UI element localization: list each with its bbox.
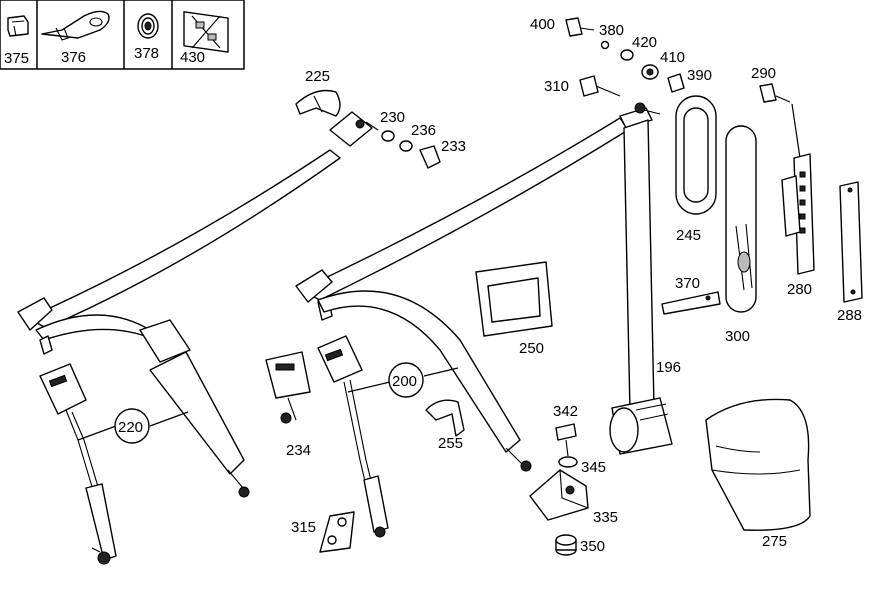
washer-380 — [600, 40, 610, 50]
cap-350 — [555, 534, 577, 556]
cover-245 — [675, 95, 717, 215]
callout-390: 390 — [687, 67, 712, 84]
callout-220: 220 — [118, 419, 143, 436]
guide-slide-300 — [725, 125, 757, 313]
bolt-342 — [555, 423, 577, 457]
callout-410: 410 — [660, 49, 685, 66]
callout-335: 335 — [593, 509, 618, 526]
callout-230: 230 — [380, 109, 405, 126]
bolt-400 — [565, 17, 595, 37]
mount-plate-315 — [319, 511, 355, 553]
legend-label-375: 375 — [4, 50, 29, 67]
callout-250: 250 — [519, 340, 544, 357]
callout-370: 370 — [675, 275, 700, 292]
callout-400: 400 — [530, 16, 555, 33]
trim-frame-250 — [475, 261, 553, 337]
legend-box: 375 376 378 430 — [0, 0, 245, 70]
bolt-310 — [579, 75, 621, 97]
callout-342: 342 — [553, 403, 578, 420]
callout-200-circle: 200 — [388, 362, 424, 398]
callout-200: 200 — [392, 373, 417, 390]
callout-345: 345 — [581, 459, 606, 476]
upper-anchor-bracket — [329, 111, 441, 169]
callout-420: 420 — [632, 34, 657, 51]
callout-280: 280 — [787, 281, 812, 298]
callout-380: 380 — [599, 22, 624, 39]
upper-anchor-cover-225 — [295, 89, 341, 117]
clip-icon — [7, 15, 29, 37]
callout-233: 233 — [441, 138, 466, 155]
rear-belt-assembly — [17, 149, 341, 565]
legend-label-376: 376 — [61, 49, 86, 66]
height-adjuster-280 — [781, 153, 815, 275]
nut-410 — [641, 64, 659, 80]
callout-236: 236 — [411, 122, 436, 139]
washer-345 — [558, 456, 578, 468]
grommet-icon — [137, 13, 159, 39]
callout-245: 245 — [676, 227, 701, 244]
washer-420 — [620, 49, 634, 61]
callout-220-circle: 220 — [114, 408, 150, 444]
callout-225: 225 — [305, 68, 330, 85]
callouts: 400 380 420 410 390 310 290 225 230 236 … — [114, 16, 862, 555]
callout-288: 288 — [837, 307, 862, 324]
callout-300: 300 — [725, 328, 750, 345]
clip-370 — [661, 291, 721, 315]
front-belt-assembly — [295, 102, 673, 538]
callout-350: 350 — [580, 538, 605, 555]
callout-310: 310 — [544, 78, 569, 95]
buckle-234 — [265, 351, 311, 424]
callout-255: 255 — [438, 435, 463, 452]
cover-strip-288 — [839, 181, 863, 303]
belt-clip-255 — [425, 399, 465, 437]
callout-234: 234 — [286, 442, 311, 459]
legend-label-378: 378 — [134, 45, 159, 62]
label-plate-icon — [183, 11, 229, 53]
legend-label-430: 430 — [180, 49, 205, 66]
callout-196: 196 — [656, 359, 681, 376]
bracket-335 — [529, 469, 589, 521]
spacer-390 — [667, 73, 685, 93]
cable-tie-icon — [41, 10, 110, 41]
callout-275: 275 — [762, 533, 787, 550]
callout-290: 290 — [751, 65, 776, 82]
bolt-290 — [759, 83, 801, 159]
retractor-cover-275 — [705, 398, 811, 531]
callout-315: 315 — [291, 519, 316, 536]
